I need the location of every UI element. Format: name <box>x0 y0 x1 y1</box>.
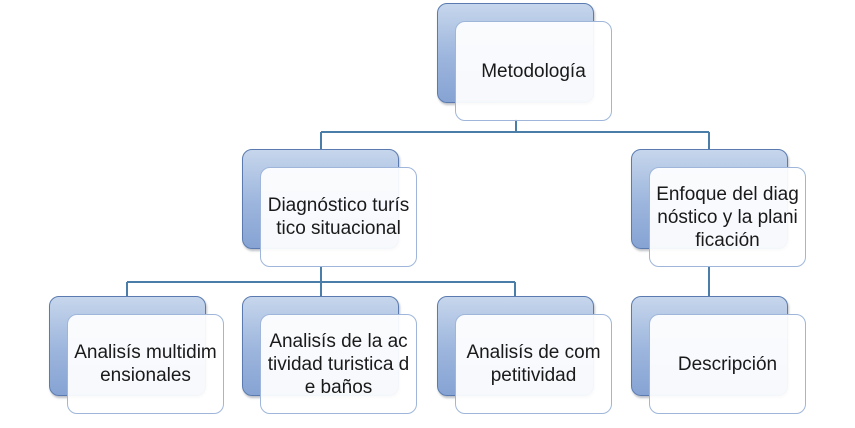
node-label-competitividad: Analisís de competitividad <box>466 342 601 386</box>
node-label-box: Analisís de competitividad <box>455 314 612 414</box>
node-label-descripcion: Descripción <box>677 353 778 375</box>
node-label-box: Metodología <box>455 21 612 121</box>
node-label-actividad: Analisís de la actividad turistica de ba… <box>267 330 410 398</box>
node-label-enfoque: Enfoque del diagnóstico y la planificaci… <box>656 183 799 251</box>
node-label-metodologia: Metodología <box>481 60 586 82</box>
node-label-multidimensionales: Analisís multidimensionales <box>74 342 217 386</box>
node-label-box: Descripción <box>649 314 806 414</box>
node-label-diagnostico: Diagnóstico turístico situacional <box>267 195 410 239</box>
node-label-box: Analisís multidimensionales <box>67 314 224 414</box>
node-label-box: Enfoque del diagnóstico y la planificaci… <box>649 167 806 267</box>
node-label-box: Diagnóstico turístico situacional <box>260 167 417 267</box>
node-label-box: Analisís de la actividad turistica de ba… <box>260 314 417 414</box>
